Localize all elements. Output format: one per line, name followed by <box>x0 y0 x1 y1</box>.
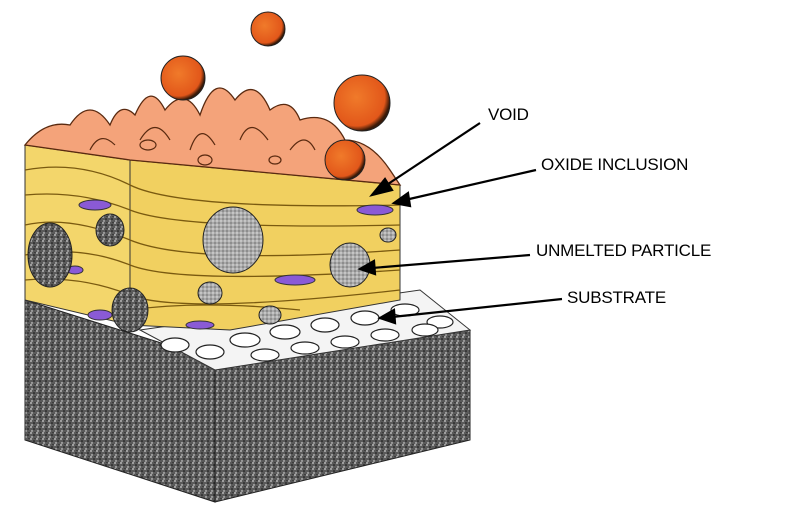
label-substrate: SUBSTRATE <box>567 288 666 307</box>
molten-droplets <box>160 11 391 181</box>
particle-arrow <box>371 253 531 270</box>
substrate-arrow <box>391 297 563 319</box>
coating-layer <box>24 144 401 333</box>
substrate-block <box>24 289 472 503</box>
unmelted-particles <box>27 206 397 333</box>
top-splats <box>23 87 402 186</box>
label-unmelted-particle: UNMELTED PARTICLE <box>536 241 712 260</box>
label-void: VOID <box>488 105 529 124</box>
callout-arrows <box>357 122 563 325</box>
oxide-inclusions <box>66 199 394 330</box>
void-arrow <box>381 122 481 189</box>
oxide-arrow <box>404 168 537 202</box>
label-oxide-inclusion: OXIDE INCLUSION <box>541 155 689 174</box>
